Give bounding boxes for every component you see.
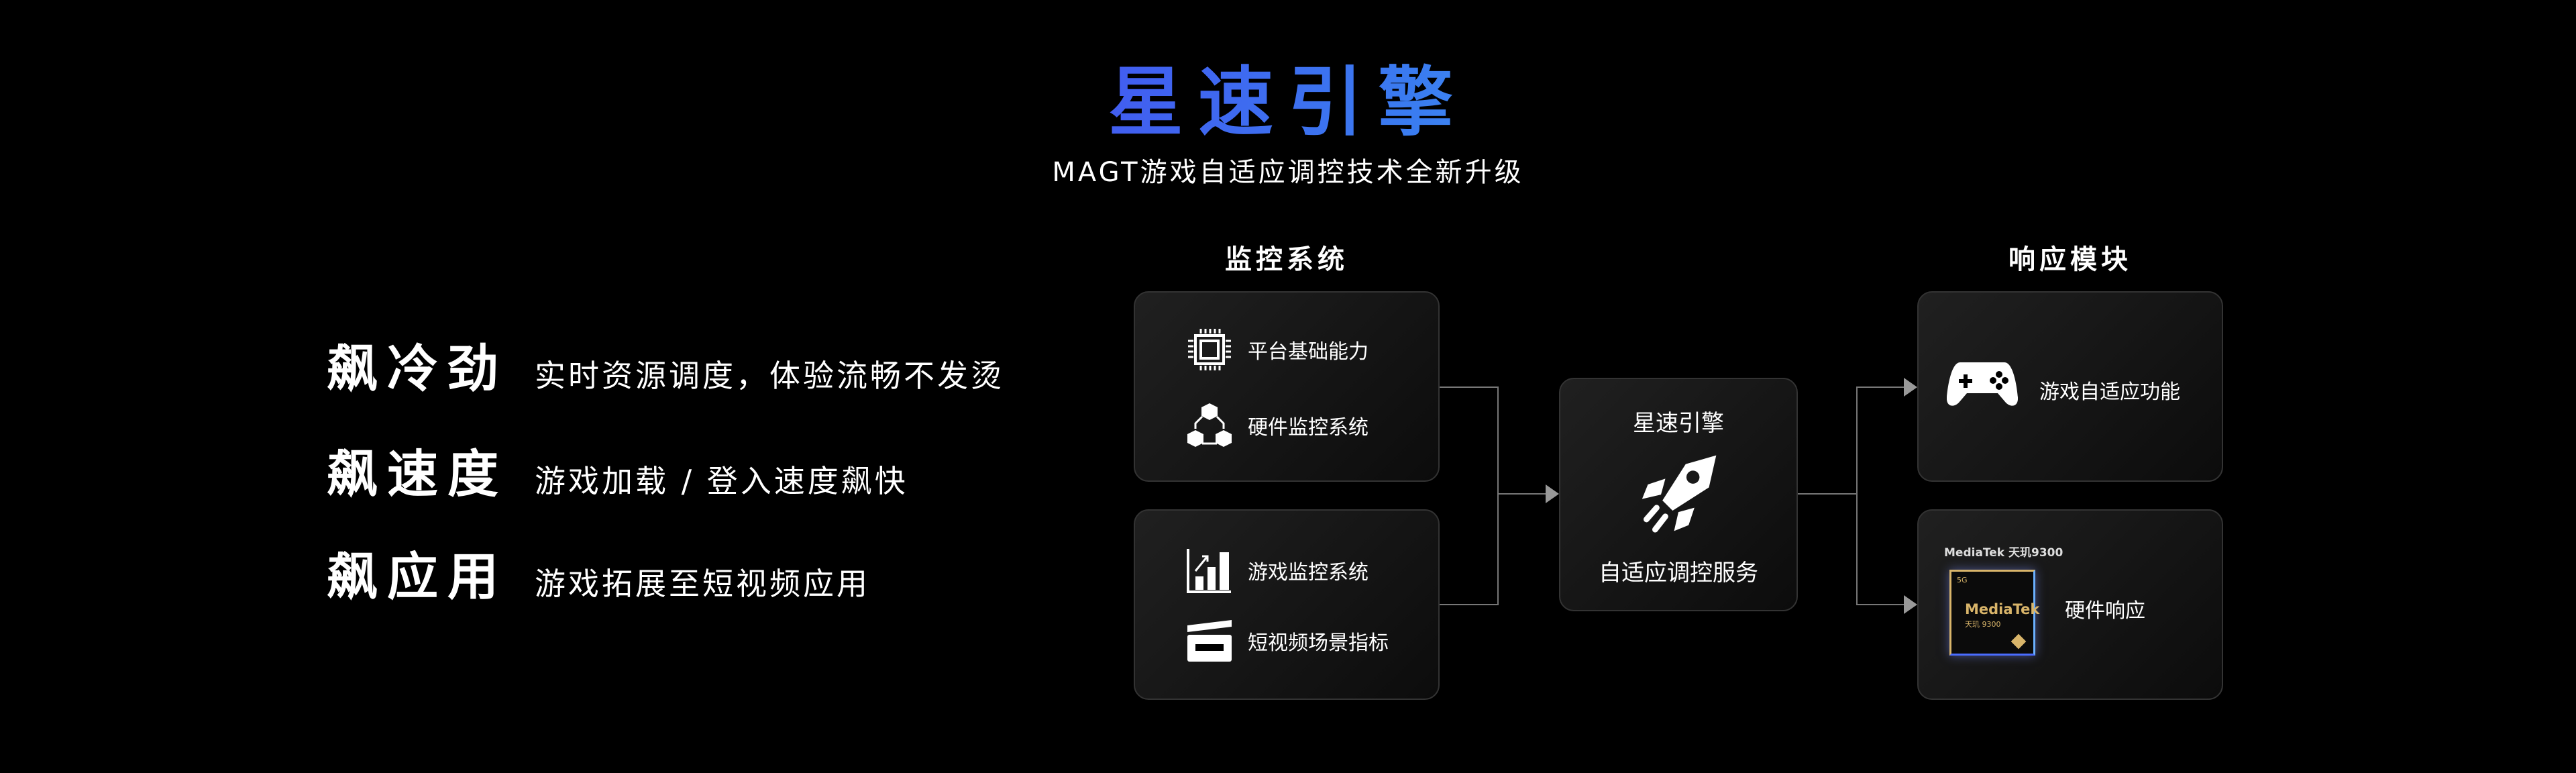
item-label: 短视频场景指标 [1248,631,1389,655]
mediatek-logo-icon [2010,633,2027,650]
page-subtitle: MAGT游戏自适应调控技术全新升级 [1052,157,1524,188]
feature-apps: 飙应用游戏拓展至短视频应用 [327,535,870,609]
bar-chart-icon [1187,549,1231,593]
feature-heading: 飙冷劲 [327,339,508,399]
connector [1798,493,1857,495]
arrow-icon [1904,595,1917,614]
engine-title: 星速引擎 [1633,410,1724,437]
item-label: 平台基础能力 [1248,340,1368,364]
feature-cooling: 飙冷劲实时资源调度，体验流畅不发烫 [327,327,1004,401]
connector [1497,493,1547,495]
response-heading: 响应模块 [2008,244,2132,275]
connector [1856,386,1858,605]
response-hardware-label: 硬件响应 [2065,599,2145,623]
clapperboard-icon [1187,620,1232,662]
gamepad-icon [1947,362,2018,406]
feature-desc: 游戏拓展至短视频应用 [535,566,870,602]
feature-heading: 飙速度 [327,444,508,504]
page-title: 星速引擎 [0,42,2576,150]
chip-tag: 5G [1957,576,1968,584]
feature-desc: 游戏加载 / 登入速度飙快 [535,463,908,499]
monitor-heading: 监控系统 [1225,244,1348,275]
chip-name: MediaTek [1965,601,2040,617]
monitor-box-game: 游戏监控系统 短视频场景指标 [1134,509,1440,700]
item-label: 硬件监控系统 [1248,416,1368,440]
cubes-icon [1187,403,1232,447]
feature-speed: 飙速度游戏加载 / 登入速度飙快 [327,433,908,507]
chip-brand-label: MediaTek 天玑9300 [1944,546,2063,560]
item-video-metrics: 短视频场景指标 [1186,617,1389,664]
connector [1440,604,1498,605]
engine-label: 自适应调控服务 [1599,560,1758,586]
chip-image: 5G MediaTek 天玑 9300 [1949,570,2039,656]
engine-box: 星速引擎 自适应调控服务 [1559,378,1798,611]
item-game-monitor: 游戏监控系统 [1186,547,1368,594]
response-game-label: 游戏自适应功能 [2039,380,2180,404]
feature-desc: 实时资源调度，体验流畅不发烫 [535,358,1004,394]
response-box-hardware: MediaTek 天玑9300 5G MediaTek 天玑 9300 硬件响应 [1917,509,2223,700]
chip-icon [1188,329,1231,370]
item-platform: 平台基础能力 [1186,326,1368,373]
connector [1856,604,1904,605]
item-label: 游戏监控系统 [1248,561,1368,584]
feature-heading: 飙应用 [327,547,508,607]
monitor-box-platform: 平台基础能力 硬件监控系统 [1134,291,1440,482]
connector [1440,386,1498,388]
connector [1497,386,1499,605]
connector [1856,386,1904,388]
arrow-icon [1904,378,1917,397]
chip-model: 天玑 9300 [1965,620,2001,629]
response-box-game: 游戏自适应功能 [1917,291,2223,482]
arrow-icon [1546,484,1559,503]
rocket-icon [1642,455,1717,533]
item-hardware: 硬件监控系统 [1186,402,1368,449]
